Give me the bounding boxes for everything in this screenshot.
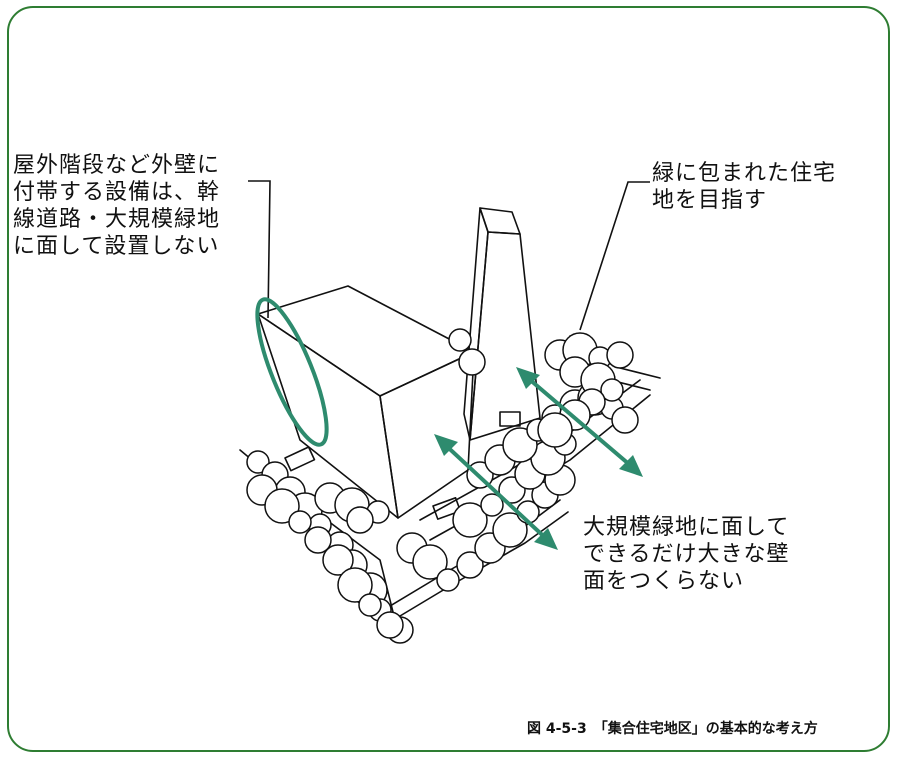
tree [480, 493, 504, 517]
tree [436, 568, 460, 592]
tree [288, 510, 312, 534]
tree [606, 341, 634, 369]
leader-right [579, 181, 650, 331]
note-line: に面して設置しない [13, 234, 220, 259]
tree [264, 488, 300, 524]
tree [448, 328, 472, 352]
tree [304, 526, 332, 554]
note-line: 線道路・大規模緑地 [13, 207, 221, 232]
note-line: 面をつくらない [583, 569, 745, 594]
arrow-heads [434, 367, 643, 550]
note-exterior-stairs: 屋外階段など外壁に 付帯する設備は、幹 線道路・大規模緑地 に面して設置しない [13, 152, 220, 260]
figure-caption: 図 4-5-3 「集合住宅地区」の基本的な考え方 [527, 721, 818, 737]
shed [284, 446, 316, 472]
tree [346, 506, 374, 534]
note-line: 地を目指す [652, 188, 768, 213]
tree [322, 544, 354, 576]
green-markings [255, 297, 639, 546]
tree [611, 406, 639, 434]
note-line: 大規模緑地に面して [583, 515, 790, 540]
note-green-housing: 緑に包まれた住宅 地を目指す [652, 160, 836, 214]
double-arrow-front [438, 438, 554, 546]
tree [452, 502, 488, 538]
shed [499, 411, 521, 427]
note-line: できるだけ大きな壁 [583, 542, 790, 567]
tree [376, 611, 404, 639]
note-line: 付帯する設備は、幹 [13, 180, 221, 205]
shed [432, 496, 462, 520]
leader-left [248, 180, 271, 319]
figure-frame [7, 6, 890, 752]
leader-lines [248, 180, 650, 331]
note-line: 屋外階段など外壁に [13, 153, 221, 178]
tree [337, 567, 373, 603]
tree [492, 512, 528, 548]
tree-group [246, 328, 639, 644]
tree [537, 412, 573, 448]
tree [458, 348, 486, 376]
tower-building [463, 207, 541, 441]
note-line: 緑に包まれた住宅 [652, 161, 837, 186]
tree [456, 551, 484, 579]
tree [412, 544, 448, 580]
highlight-ellipse [255, 297, 329, 447]
note-large-walls: 大規模緑地に面して できるだけ大きな壁 面をつくらない [583, 514, 790, 595]
tree [600, 378, 624, 402]
double-arrow-back [520, 371, 639, 473]
tree [358, 593, 382, 617]
